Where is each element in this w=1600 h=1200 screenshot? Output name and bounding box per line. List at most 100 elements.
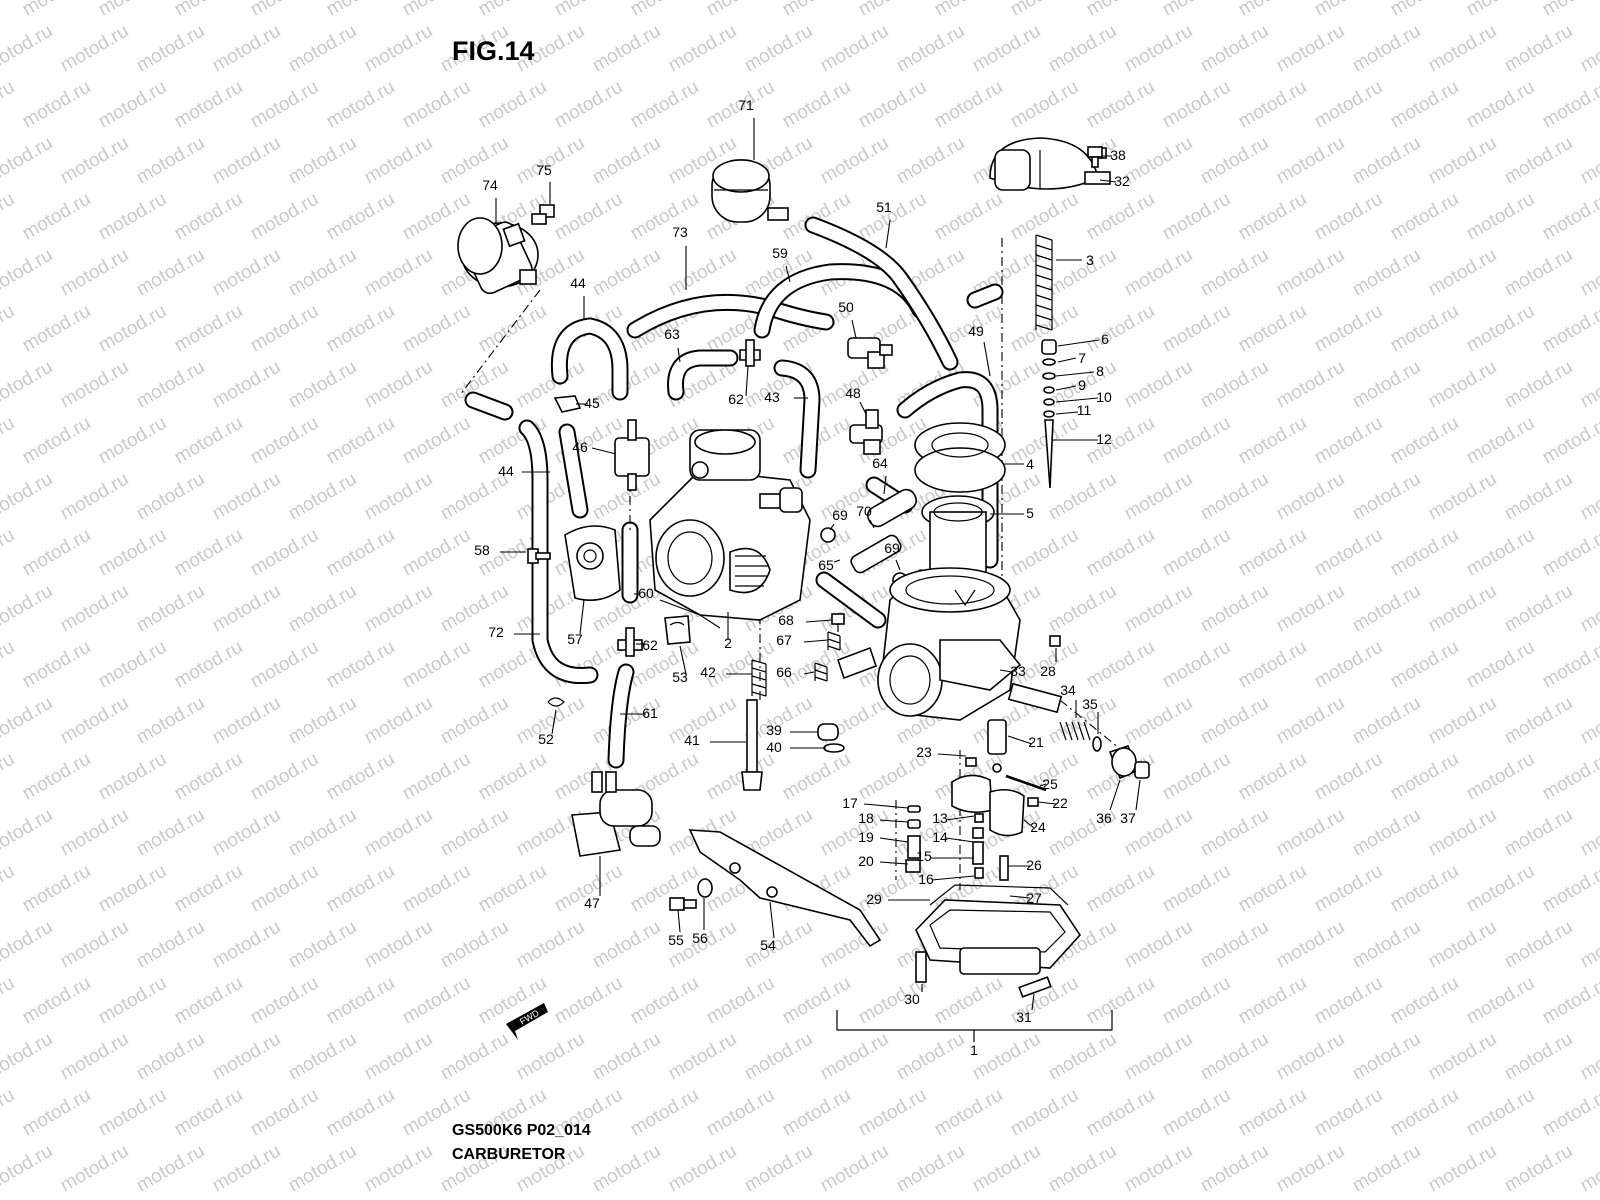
callout-label: 43 <box>764 389 780 405</box>
callout-label: 44 <box>498 463 514 479</box>
callout-label: 26 <box>1026 857 1042 873</box>
callout-label: 70 <box>856 503 872 519</box>
figure-title: FIG.14 <box>452 36 535 66</box>
callout-label: 1 <box>970 1042 978 1058</box>
callout-label: 29 <box>866 891 882 907</box>
part-64-tube <box>866 488 918 528</box>
callout-label: 50 <box>838 299 854 315</box>
callout-label: 34 <box>1060 682 1076 698</box>
leader-line <box>945 815 975 821</box>
callout-label: 24 <box>1030 819 1046 835</box>
part-55-screw <box>669 897 697 911</box>
callout-labels: 1234567891011121314151617181920212223242… <box>474 97 1136 1058</box>
part-38-screw <box>1087 146 1103 168</box>
part-48-fitting <box>849 409 883 455</box>
callout-label: 58 <box>474 542 490 558</box>
part-34-spring <box>1059 721 1091 741</box>
callout-label: 55 <box>668 932 684 948</box>
callout-label: 36 <box>1096 810 1112 826</box>
part-3-spring <box>1035 234 1053 331</box>
fwd-arrow-icon: FWD <box>506 1003 548 1040</box>
callout-label: 52 <box>538 731 554 747</box>
leader-line <box>879 861 909 865</box>
part-41-pilot-screw <box>741 699 763 791</box>
callout-label: 48 <box>845 385 861 401</box>
callout-label: 12 <box>1096 431 1112 447</box>
part-62-tee-lower <box>617 627 643 657</box>
leader-line <box>1055 385 1077 391</box>
callout-label: 39 <box>766 722 782 738</box>
part-28-screw <box>1049 635 1061 647</box>
callout-label: 25 <box>1042 776 1058 792</box>
callout-label: 27 <box>1026 890 1042 906</box>
leader-line <box>551 709 557 735</box>
part-needle-stack <box>1041 339 1057 489</box>
callout-label: 40 <box>766 739 782 755</box>
callout-label: 23 <box>916 744 932 760</box>
callout-label: 33 <box>1010 663 1026 679</box>
leader-line <box>1099 179 1117 183</box>
part-68-screw <box>831 613 845 632</box>
leader-line <box>1055 371 1095 377</box>
leader-line <box>895 559 901 571</box>
callout-label: 28 <box>1040 663 1056 679</box>
leader-line <box>931 875 975 881</box>
callout-label: 66 <box>776 664 792 680</box>
callout-label: 67 <box>776 632 792 648</box>
callout-label: 56 <box>692 930 708 946</box>
leader-line <box>1031 993 1035 1011</box>
leader-line <box>879 837 909 843</box>
part-71-fuel-filter <box>711 159 789 223</box>
part-66-spring <box>814 662 828 682</box>
callout-label: 22 <box>1052 795 1068 811</box>
callout-label: 35 <box>1082 696 1098 712</box>
callout-label: 19 <box>858 829 874 845</box>
part-35-oring <box>1092 736 1102 752</box>
part-52-clip <box>547 697 565 707</box>
leader-line <box>859 401 867 415</box>
leader-line <box>1039 783 1047 787</box>
callout-label: 49 <box>968 323 984 339</box>
leader-line <box>1057 339 1100 347</box>
leader-line <box>1007 735 1033 745</box>
part-54-bracket <box>688 829 882 948</box>
part-57-bracket <box>564 525 621 601</box>
callout-label: 73 <box>672 224 688 240</box>
callout-label: 20 <box>858 853 874 869</box>
callout-label: 2 <box>724 635 732 651</box>
part-37-nut <box>1134 761 1150 779</box>
callout-label: 44 <box>570 275 586 291</box>
leader-line <box>833 559 841 563</box>
callout-label: 51 <box>876 199 892 215</box>
part-42-spring <box>751 659 767 697</box>
leader-line <box>851 319 857 339</box>
part-45-clip <box>553 395 582 413</box>
part-53-clamp <box>664 615 691 645</box>
leader-line <box>769 901 775 939</box>
callout-label: 18 <box>858 810 874 826</box>
callout-label: 37 <box>1120 810 1136 826</box>
leader-line <box>785 265 791 283</box>
callout-label: 59 <box>772 245 788 261</box>
part-36-knob <box>1108 745 1140 780</box>
leader-line <box>677 909 681 933</box>
callout-label: 53 <box>672 669 688 685</box>
leader-line <box>1009 895 1031 899</box>
part-58-bolt <box>527 548 551 564</box>
leader-line <box>1057 357 1077 363</box>
leader-line <box>803 671 815 675</box>
leader-line <box>829 523 835 531</box>
part-bracket-plate <box>836 646 878 680</box>
leader-line <box>1109 779 1121 811</box>
part-56-washer <box>697 878 713 898</box>
diagram-name: CARBURETOR <box>452 1146 566 1163</box>
callout-label: 30 <box>904 991 920 1007</box>
leader-line <box>879 819 909 823</box>
callout-label: 3 <box>1086 252 1094 268</box>
hose-group <box>464 216 1004 769</box>
leader-line <box>805 619 833 623</box>
part-1-bracket <box>836 1010 1113 1042</box>
callout-label: 45 <box>584 395 600 411</box>
leader-line <box>883 475 887 495</box>
